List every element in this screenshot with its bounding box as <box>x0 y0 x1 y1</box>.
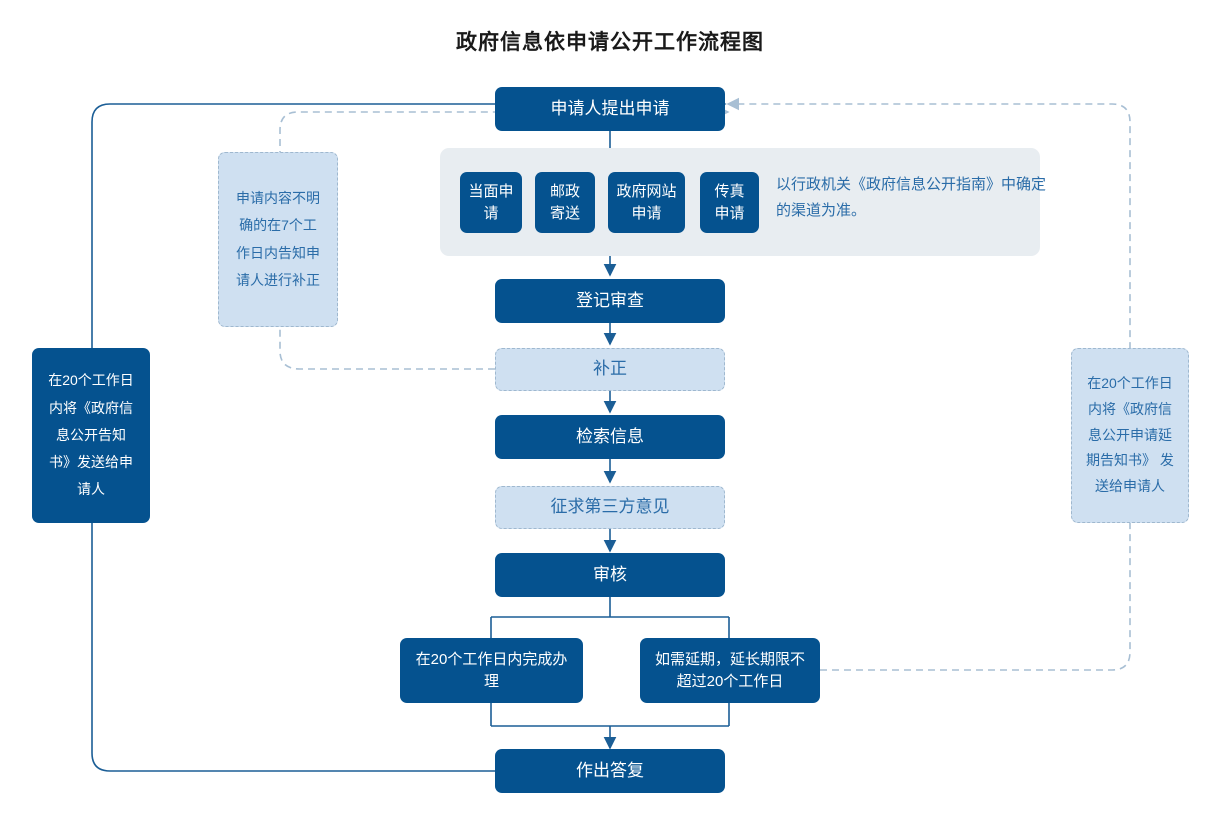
node-branch-extension[interactable]: 如需延期，延长期限不超过20个工作日 <box>640 638 820 703</box>
node-channel-website[interactable]: 政府网站申请 <box>608 172 685 233</box>
node-registration-review[interactable]: 登记审查 <box>495 279 725 323</box>
channel-panel-note: 以行政机关《政府信息公开指南》中确定的渠道为准。 <box>776 176 1047 220</box>
node-channel-postal[interactable]: 邮政寄送 <box>535 172 595 233</box>
note-extension-notice[interactable]: 在20个工作日内将《政府信息公开申请延期告知书》 发送给申请人 <box>1071 348 1189 523</box>
node-correction[interactable]: 补正 <box>495 348 725 391</box>
node-branch-complete-in-20-days[interactable]: 在20个工作日内完成办理 <box>400 638 583 703</box>
node-reply[interactable]: 作出答复 <box>495 749 725 793</box>
page-title: 政府信息依申请公开工作流程图 <box>456 31 764 54</box>
node-retrieve-info[interactable]: 检索信息 <box>495 415 725 459</box>
node-audit[interactable]: 审核 <box>495 553 725 597</box>
note-correction-deadline[interactable]: 申请内容不明确的在7个工作日内告知申请人进行补正 <box>218 152 338 327</box>
node-start[interactable]: 申请人提出申请 <box>495 87 725 131</box>
note-disclosure-notice[interactable]: 在20个工作日内将《政府信息公开告知书》发送给申请人 <box>32 348 150 523</box>
node-third-party-opinion[interactable]: 征求第三方意见 <box>495 486 725 529</box>
node-channel-in-person[interactable]: 当面申请 <box>460 172 522 233</box>
node-channel-fax[interactable]: 传真申请 <box>700 172 759 233</box>
